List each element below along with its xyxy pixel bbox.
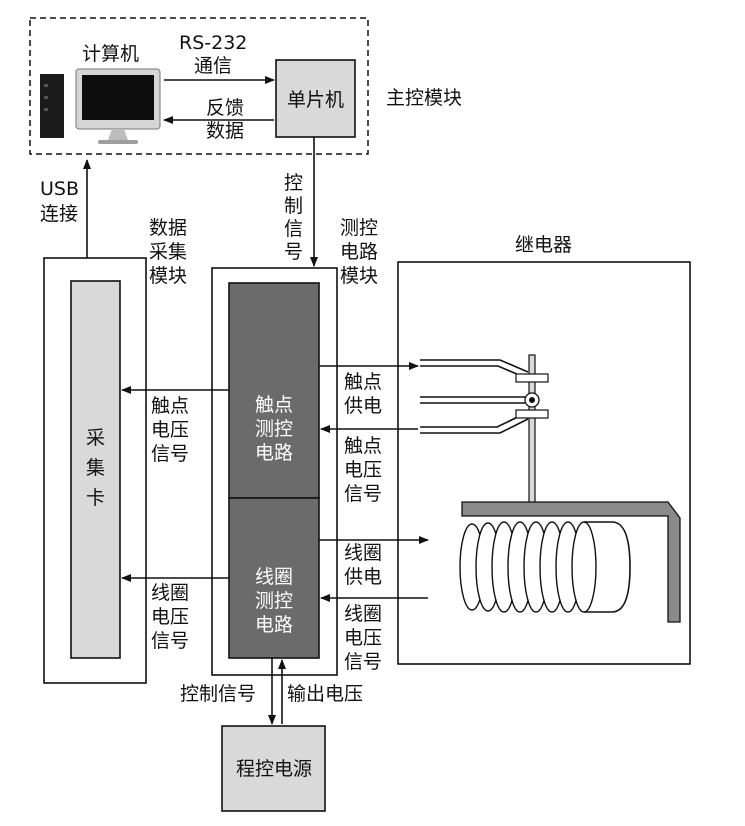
contact-circuit-label-2: 测控	[255, 418, 293, 440]
contact-circuit-label-1: 触点	[255, 394, 293, 416]
acquisition-card-label-2: 集	[86, 457, 105, 479]
coil-circuit-label-1: 线圈	[255, 566, 293, 588]
coil-voltage-left-label-3: 信号	[151, 630, 189, 652]
contact-voltage-right-label-3: 信号	[344, 483, 382, 505]
power-output-label: 输出电压	[287, 683, 363, 705]
coil-supply-label-1: 线圈	[344, 542, 382, 564]
control-signal-label-2: 制	[284, 195, 303, 217]
contact-voltage-left-label-1: 触点	[151, 395, 189, 417]
measure-module-label-2: 电路	[340, 241, 378, 263]
control-signal-label-1: 控	[284, 172, 303, 194]
power-control-label: 控制信号	[180, 683, 256, 705]
coil-voltage-left-label-1: 线圈	[151, 582, 189, 604]
measure-module-label-3: 模块	[340, 265, 378, 287]
coil-circuit-box	[228, 497, 320, 659]
coil-circuit-label-3: 电路	[255, 614, 293, 636]
acquisition-card	[70, 280, 121, 659]
mcu-box	[275, 59, 356, 138]
relay-frame	[397, 261, 691, 665]
contact-voltage-right-label-2: 电压	[344, 459, 382, 481]
rs232-label-line1: RS-232	[179, 32, 247, 54]
contact-supply-label-1: 触点	[344, 371, 382, 393]
relay-label: 继电器	[515, 234, 572, 256]
contact-supply-label-2: 供电	[344, 395, 382, 417]
computer-label: 计算机	[82, 43, 139, 65]
coil-circuit-label-2: 测控	[255, 590, 293, 612]
acquisition-module-label-1: 数据	[149, 217, 187, 239]
power-supply-label: 程控电源	[236, 758, 312, 780]
feedback-label-line2: 数据	[206, 120, 244, 142]
mcu-label: 单片机	[287, 89, 344, 111]
rs232-label-line2: 通信	[194, 55, 232, 77]
acquisition-module-label-3: 模块	[149, 265, 187, 287]
acquisition-card-label-1: 采	[86, 427, 105, 449]
relay-contacts-drawing	[420, 354, 549, 506]
contact-circuit-box	[228, 282, 320, 499]
contact-voltage-left-label-3: 信号	[151, 443, 189, 465]
coil-voltage-right-label-1: 线圈	[344, 603, 382, 625]
main-control-module-frame	[29, 17, 369, 155]
acquisition-card-label-3: 卡	[86, 487, 105, 509]
control-signal-label-3: 信	[284, 218, 303, 240]
feedback-label-line1: 反馈	[206, 97, 244, 119]
usb-label-line1: USB	[40, 178, 79, 200]
main-control-module-label: 主控模块	[386, 87, 462, 109]
contact-circuit-label-3: 电路	[255, 442, 293, 464]
acquisition-module-label-2: 采集	[149, 241, 187, 263]
power-supply-box	[221, 725, 326, 812]
measure-module-label-1: 测控	[340, 217, 378, 239]
usb-label-line2: 连接	[40, 203, 78, 225]
relay-coil-drawing	[459, 501, 681, 623]
coil-voltage-left-label-2: 电压	[151, 606, 189, 628]
desktop-computer-icon	[40, 68, 161, 144]
coil-voltage-right-label-3: 信号	[344, 651, 382, 673]
coil-voltage-right-label-2: 电压	[344, 627, 382, 649]
coil-supply-label-2: 供电	[344, 566, 382, 588]
contact-voltage-left-label-2: 电压	[151, 419, 189, 441]
control-signal-label-4: 号	[284, 241, 303, 263]
contact-voltage-right-label-1: 触点	[344, 435, 382, 457]
